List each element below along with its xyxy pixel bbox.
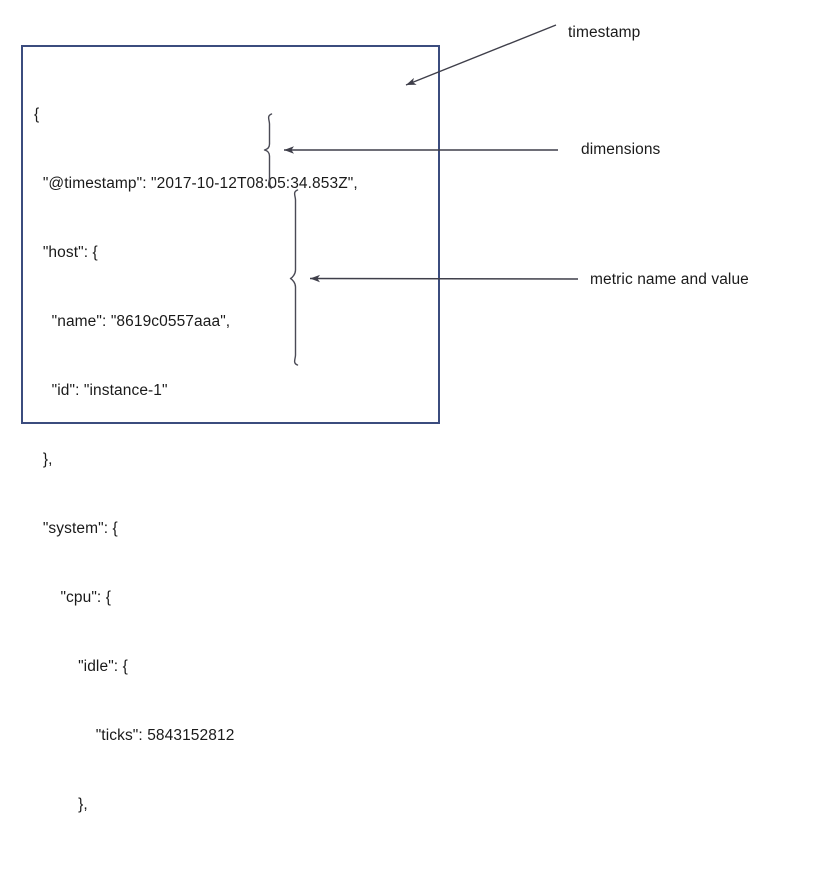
json-line-timestamp: "@timestamp": "2017-10-12T08:05:34.853Z"… xyxy=(34,175,358,192)
json-line-cpu-open: "cpu": { xyxy=(34,589,112,606)
json-line-host-close: }, xyxy=(34,451,53,468)
json-line-ticks: "ticks": 5843152812 xyxy=(34,727,235,744)
json-line-host-id: "id": "instance-1" xyxy=(34,382,168,399)
json-document-box: { "@timestamp": "2017-10-12T08:05:34.853… xyxy=(21,45,440,874)
json-line-idle-open: "idle": { xyxy=(34,658,128,675)
json-document-code: { "@timestamp": "2017-10-12T08:05:34.853… xyxy=(34,57,358,874)
json-line-host-name: "name": "8619c0557aaa", xyxy=(34,313,231,330)
json-line-host-open: "host": { xyxy=(34,244,98,261)
json-line-system-open: "system": { xyxy=(34,520,118,537)
annotation-label-dimensions: dimensions xyxy=(581,141,661,158)
json-line-idle-close: }, xyxy=(34,796,88,813)
annotation-label-metric-name-and-value: metric name and value xyxy=(590,271,749,288)
annotation-label-timestamp: timestamp xyxy=(568,24,641,41)
json-line-ellipsis: … xyxy=(34,865,94,874)
json-line: { xyxy=(34,106,40,123)
